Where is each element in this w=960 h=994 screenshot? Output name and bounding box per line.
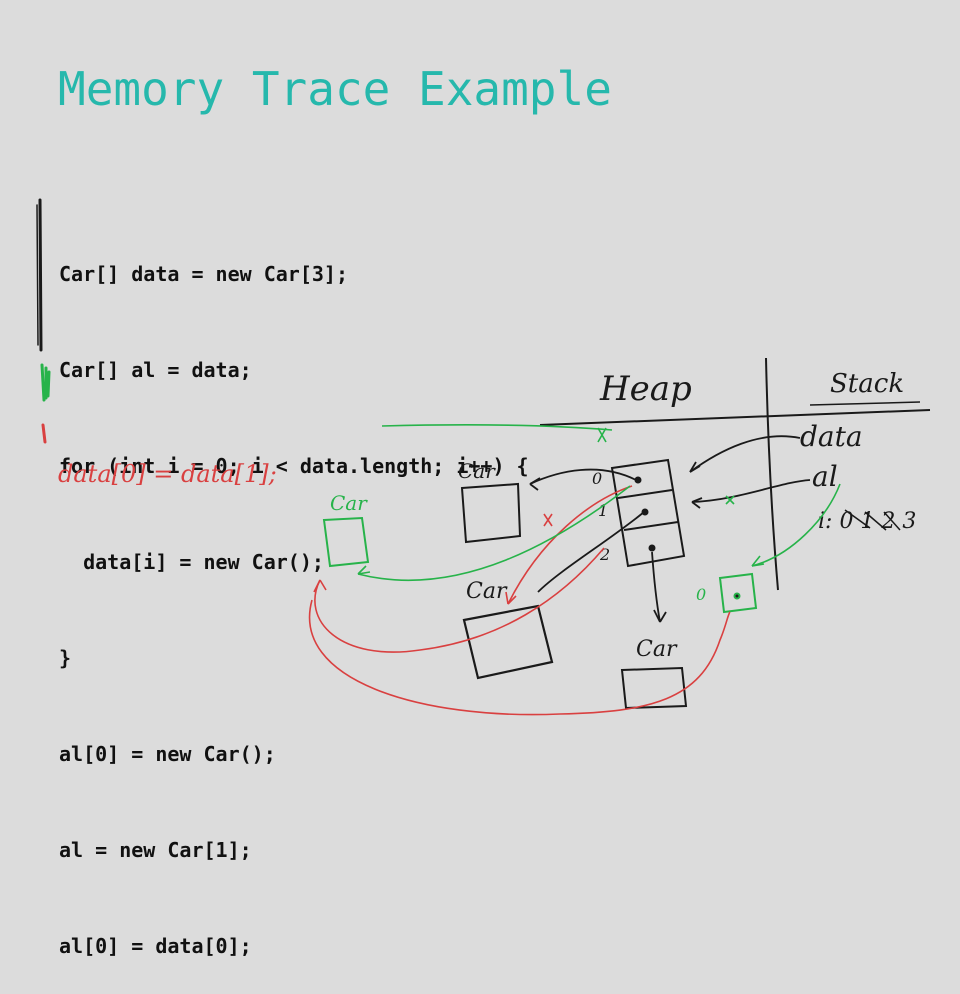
black-arrows <box>529 435 811 623</box>
code-line: } <box>59 646 72 670</box>
var-al-label: al <box>812 460 838 493</box>
car-label-green: Car <box>330 491 368 515</box>
progress-marks <box>36 198 51 444</box>
car-label-2: Car <box>466 579 508 604</box>
car-object-3 <box>620 666 688 710</box>
code-line: al[0] = new Car(); <box>59 742 276 766</box>
green-arrows <box>357 424 841 582</box>
hand-drawn-diagram: data[0] = data[1]; Heap Stack data al i:… <box>36 198 931 716</box>
code-line: Car[] al = data; <box>59 358 252 382</box>
heap-underline <box>539 409 931 426</box>
extra-statement-annotation: data[0] = data[1]; <box>58 460 277 488</box>
index-label-1: 1 <box>598 501 608 520</box>
al-index-label: 0 <box>696 585 706 604</box>
code-line: al = new Car[1]; <box>59 838 252 862</box>
al-array <box>718 572 758 614</box>
car-label-3: Car <box>636 637 678 662</box>
code-line: data[i] = new Car(); <box>59 550 324 574</box>
data-array <box>610 458 686 568</box>
code-line: Car[] data = new Car[3]; <box>59 262 348 286</box>
heap-label: Heap <box>599 369 692 409</box>
car-label-1: Car <box>458 459 496 483</box>
heap-stack-divider <box>765 357 779 591</box>
var-i-label: i: 0 1 2 3 <box>818 509 916 534</box>
var-data-label: data <box>800 420 863 453</box>
code-line: for (int i = 0; i < data.length; i++) { <box>59 454 529 478</box>
index-label-0: 0 <box>592 469 602 488</box>
index-label-2: 2 <box>599 545 610 564</box>
stack-label: Stack <box>830 369 904 399</box>
stack-underline <box>809 401 921 406</box>
car-object-green <box>322 516 370 568</box>
red-arrows <box>308 485 731 716</box>
slide-title: Memory Trace Example <box>58 62 612 116</box>
code-line: al[0] = data[0]; <box>59 934 252 958</box>
car-object-2 <box>462 604 554 680</box>
car-object-1 <box>460 482 522 544</box>
